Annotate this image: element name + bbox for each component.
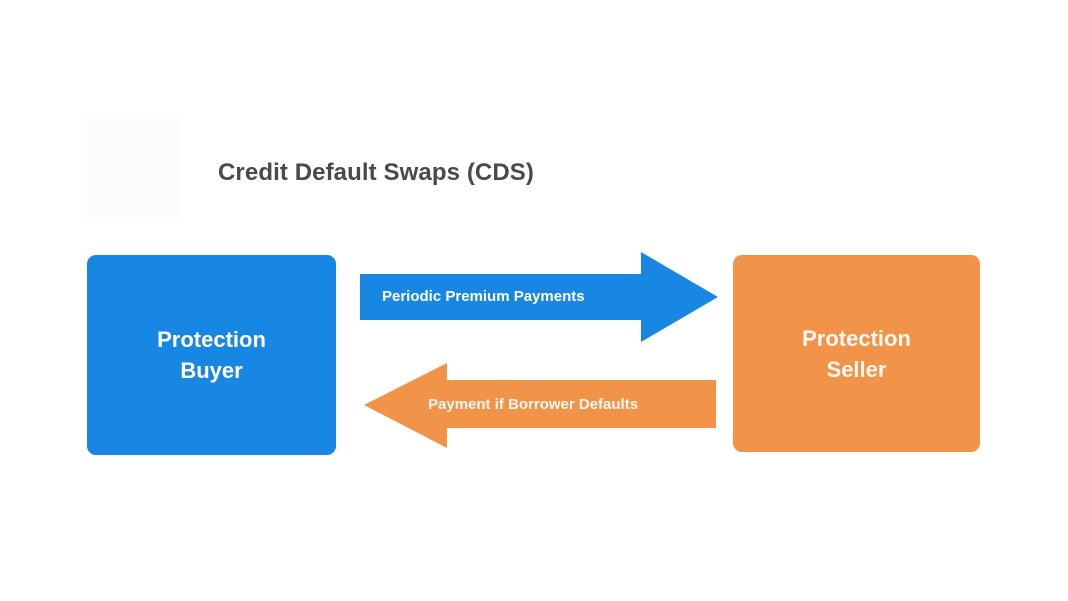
premium-payment-arrow: Periodic Premium Payments xyxy=(358,250,720,350)
protection-buyer-label: Protection Buyer xyxy=(157,327,266,383)
default-payout-label: Payment if Borrower Defaults xyxy=(428,396,639,413)
arrow-left-icon xyxy=(364,363,716,448)
page-title: Credit Default Swaps (CDS) xyxy=(218,159,534,186)
protection-seller-box: Protection Seller xyxy=(733,255,980,452)
protection-seller-label: Protection Seller xyxy=(802,325,911,382)
protection-buyer-box: Protection Buyer xyxy=(87,255,336,455)
arrow-right-icon xyxy=(360,252,718,342)
premium-payment-label: Periodic Premium Payments xyxy=(382,288,585,305)
placeholder-square xyxy=(81,118,180,218)
default-payout-arrow: Payment if Borrower Defaults xyxy=(360,358,720,453)
